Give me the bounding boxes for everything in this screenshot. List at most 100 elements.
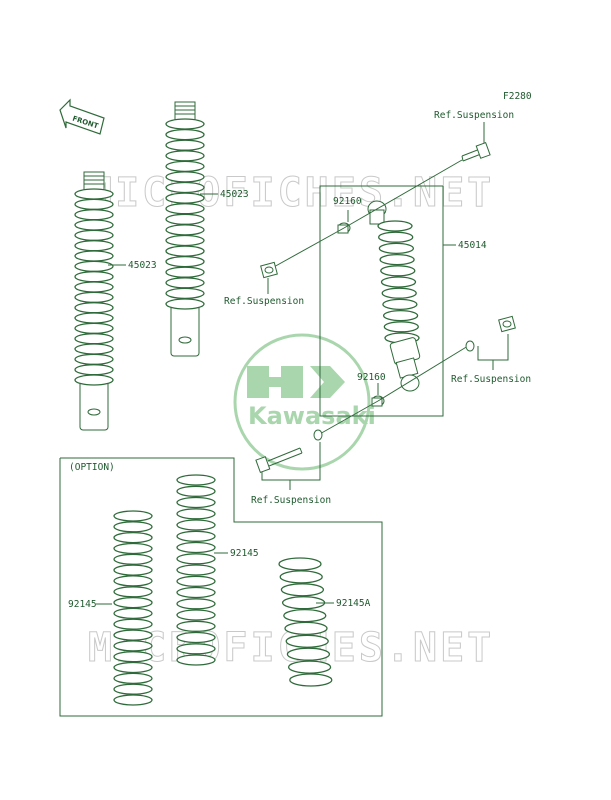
spring-coil: [165, 150, 205, 162]
spring-coil: [285, 634, 329, 648]
spring-coil: [176, 553, 216, 565]
spring-coil: [113, 521, 153, 533]
label-92145a: 92145A: [336, 598, 371, 609]
spring-coil: [383, 321, 419, 333]
label-92160-bottom: 92160: [357, 372, 386, 383]
label-45023-right: 45023: [220, 189, 249, 200]
spring-coil: [278, 557, 322, 571]
spring-coil: [165, 266, 205, 278]
kawasaki-logo: Kawasaki: [233, 333, 376, 471]
spring-coil: [176, 575, 216, 587]
spring-coil: [287, 660, 332, 674]
spring-coil: [381, 287, 417, 299]
spring-coil: [74, 229, 114, 241]
spring-coil: [377, 220, 413, 232]
spring-coil: [176, 631, 216, 644]
label-ref-suspension-mid-left: Ref.Suspension: [224, 296, 304, 307]
spring-coil: [176, 485, 216, 497]
label-ref-suspension-top: Ref.Suspension: [434, 110, 514, 121]
shock-absorber-right: [165, 101, 205, 357]
spring-coil: [74, 271, 114, 283]
spring-coil: [176, 508, 216, 520]
spring-coil: [113, 629, 153, 641]
spring-92145-mid: [176, 474, 216, 666]
watermark-top: MICROFICHES.NET: [88, 170, 494, 216]
spring-coil: [74, 302, 114, 314]
label-45023-left: 45023: [128, 260, 157, 271]
spring-coil: [74, 219, 114, 231]
spring-coil: [113, 575, 153, 587]
spring-coil: [74, 188, 114, 200]
spring-coil: [113, 542, 153, 555]
spring-coil: [165, 213, 205, 225]
spring-coil: [113, 586, 153, 598]
spring-coil: [379, 253, 415, 266]
spring-coil: [176, 541, 216, 554]
spring-coil: [176, 496, 216, 509]
spring-coil: [176, 474, 216, 486]
spring-coil: [165, 139, 205, 151]
spring-coil: [176, 598, 216, 610]
spring-coil: [113, 564, 153, 576]
spring-coil: [165, 160, 205, 173]
spring-coil: [176, 519, 216, 531]
spring-coil: [176, 654, 216, 666]
spring-coil: [382, 309, 419, 322]
spring-coil: [279, 570, 323, 584]
nut-right: [498, 315, 516, 333]
spring-coil: [74, 291, 114, 303]
spring-coil: [176, 530, 216, 542]
spring-coil: [74, 333, 114, 345]
spring-coil: [176, 643, 216, 655]
spring-coil: [74, 322, 114, 334]
spring-coil: [165, 203, 205, 215]
spring-coil: [74, 209, 114, 221]
mount-bolt-top: [461, 142, 491, 162]
spring-coil: [165, 277, 205, 289]
spring-92145a: [278, 557, 333, 687]
front-arrow-icon: FRONT: [59, 98, 105, 135]
spring-coil: [113, 553, 153, 565]
spring-coil: [113, 640, 153, 652]
spring-coil: [165, 287, 205, 300]
spring-coil: [74, 198, 114, 210]
spring-coil: [165, 298, 205, 310]
spring-coil: [113, 510, 153, 522]
label-92145-mid: 92145: [230, 548, 259, 559]
spring-coil: [165, 245, 205, 257]
spring-coil: [113, 651, 153, 663]
spring-coil: [113, 694, 153, 706]
spring-coil: [380, 276, 417, 288]
label-92160-top: 92160: [333, 196, 362, 207]
spring-coil: [165, 192, 205, 204]
spring-coil: [165, 224, 205, 236]
spring-coil: [165, 234, 205, 247]
nut-left: [260, 261, 278, 279]
shock-absorber-left: [74, 171, 114, 431]
spring-coil: [74, 343, 114, 355]
washer-right: [465, 340, 475, 352]
washer-bottom: [313, 429, 323, 441]
spring-coil: [74, 374, 114, 386]
spring-coil: [165, 128, 205, 141]
spring-coil: [176, 620, 216, 632]
spring-coil: [176, 564, 216, 576]
spring-coil: [378, 242, 415, 255]
mount-bolt-bottom: [255, 447, 303, 473]
spring-coil: [113, 607, 153, 620]
spring-coil: [176, 609, 216, 621]
option-box: [59, 457, 383, 717]
shock-absorber-45014: [367, 200, 421, 392]
spring-coil: [165, 118, 205, 130]
label-ref-suspension-bottom: Ref.Suspension: [251, 495, 331, 506]
spring-coil: [74, 364, 114, 376]
spring-coil: [165, 171, 205, 183]
label-45014: 45014: [458, 240, 487, 251]
spring-coil: [176, 586, 216, 599]
spring-coil: [113, 661, 153, 674]
spring-coil: [382, 298, 418, 311]
spring-coil: [113, 531, 153, 544]
spring-coil: [378, 231, 414, 243]
spring-coil: [74, 260, 114, 272]
